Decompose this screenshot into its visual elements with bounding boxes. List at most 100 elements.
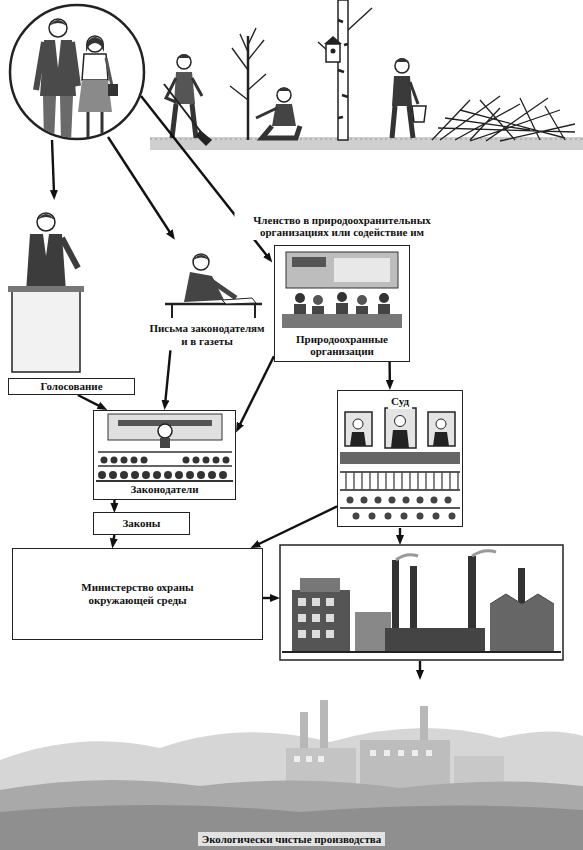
legislature-hall xyxy=(141,457,148,464)
court-room xyxy=(385,513,392,520)
citizens-circle xyxy=(43,96,73,142)
organization-meeting xyxy=(337,292,347,302)
factory-box xyxy=(282,651,561,653)
factory-box xyxy=(292,590,350,652)
writer-figure xyxy=(165,254,262,318)
legislature-hall xyxy=(142,471,150,479)
factory-box xyxy=(312,630,320,638)
court-room xyxy=(445,497,452,504)
court-room xyxy=(345,412,372,446)
citizens-circle xyxy=(86,37,104,52)
writer-figure xyxy=(172,304,255,318)
legislature-hall xyxy=(109,471,117,479)
legislature-hall xyxy=(121,457,128,464)
tree-planting-scene xyxy=(432,96,575,141)
legislators-box: Законодатели xyxy=(93,410,236,500)
court-room xyxy=(449,513,456,520)
layout-arrows xyxy=(108,137,171,234)
tree-planting-scene xyxy=(150,0,583,150)
organization-meeting xyxy=(313,295,323,305)
court-room xyxy=(347,497,354,504)
tree-planting-scene xyxy=(326,44,340,62)
organization-box: Членство в природоохранительных организа… xyxy=(274,245,410,362)
legislature-hall xyxy=(175,471,183,479)
court-room xyxy=(403,497,410,504)
node-label: Законодатели xyxy=(127,482,201,497)
organization-meeting xyxy=(294,303,390,314)
factory-box xyxy=(298,598,306,606)
legislature-hall xyxy=(98,452,232,466)
court-room xyxy=(431,497,438,504)
clean-industry-landscape xyxy=(294,756,300,762)
factory-box xyxy=(312,614,320,622)
court-room xyxy=(389,497,396,504)
legislature-hall xyxy=(213,457,220,464)
legislature-hall xyxy=(164,471,172,479)
factory-box xyxy=(326,630,334,638)
tree-planting-scene xyxy=(174,72,195,104)
organization-meeting xyxy=(357,295,367,305)
factory-box xyxy=(312,598,320,606)
factory-box xyxy=(300,578,340,592)
tree-planting-scene xyxy=(150,137,583,150)
court-room xyxy=(417,513,424,520)
citizens-circle xyxy=(55,40,61,68)
legislature-hall xyxy=(131,457,138,464)
court-room xyxy=(346,472,458,490)
citizens-circle xyxy=(10,5,144,142)
factory-box xyxy=(280,545,563,660)
factory-box xyxy=(396,555,418,560)
factory-box xyxy=(490,604,554,652)
clean-industry-landscape xyxy=(412,750,418,756)
flow-arrow xyxy=(78,395,101,407)
node-label: Законы xyxy=(123,517,161,530)
citizens-circle xyxy=(36,19,118,142)
court-room xyxy=(375,497,382,504)
court-room xyxy=(340,472,460,508)
tree-planting-scene xyxy=(262,126,300,138)
node-label: Суд xyxy=(388,394,412,409)
legislature-hall xyxy=(108,414,222,440)
layout-arrows xyxy=(399,528,401,538)
clean-industry-landscape xyxy=(306,756,312,762)
citizens-circle xyxy=(82,54,108,80)
layout-arrows xyxy=(52,96,420,673)
speaker-figure xyxy=(62,238,78,268)
legislature-hall xyxy=(197,471,205,479)
clean-industry-landscape xyxy=(318,756,324,762)
legislature-hall xyxy=(111,457,118,464)
citizens-circle xyxy=(36,42,78,90)
organization-meeting xyxy=(379,293,389,303)
court-room xyxy=(395,416,406,427)
node-label: Голосование xyxy=(40,380,102,393)
legislature-hall xyxy=(193,457,200,464)
organization-meeting xyxy=(286,252,398,288)
citizens-circle xyxy=(87,36,103,52)
organization-meeting xyxy=(292,257,326,267)
flow-arrow xyxy=(113,500,115,506)
speaker-figure xyxy=(37,214,55,220)
organization-meeting xyxy=(334,258,390,282)
clean-industry-landscape xyxy=(0,728,583,850)
writer-figure xyxy=(193,254,209,270)
legislature-hall xyxy=(186,471,194,479)
flow-arrow xyxy=(257,506,337,545)
organization-meeting xyxy=(282,252,402,328)
court-room xyxy=(353,419,363,429)
node-label: Природоохранные организации xyxy=(277,332,407,359)
factory-box xyxy=(490,594,554,604)
factory-box xyxy=(326,614,334,622)
clean-industry-landscape xyxy=(360,740,450,788)
factory-box xyxy=(298,630,306,638)
legislature-hall xyxy=(160,438,170,448)
tree-planting-scene xyxy=(277,88,291,92)
speaker-figure xyxy=(8,286,84,292)
citizens-circle xyxy=(10,5,144,139)
factory-box xyxy=(326,598,334,606)
speaker-figure xyxy=(12,290,80,372)
court-room xyxy=(428,412,455,446)
layout-arrows xyxy=(52,140,54,193)
legislature-hall xyxy=(219,471,227,479)
